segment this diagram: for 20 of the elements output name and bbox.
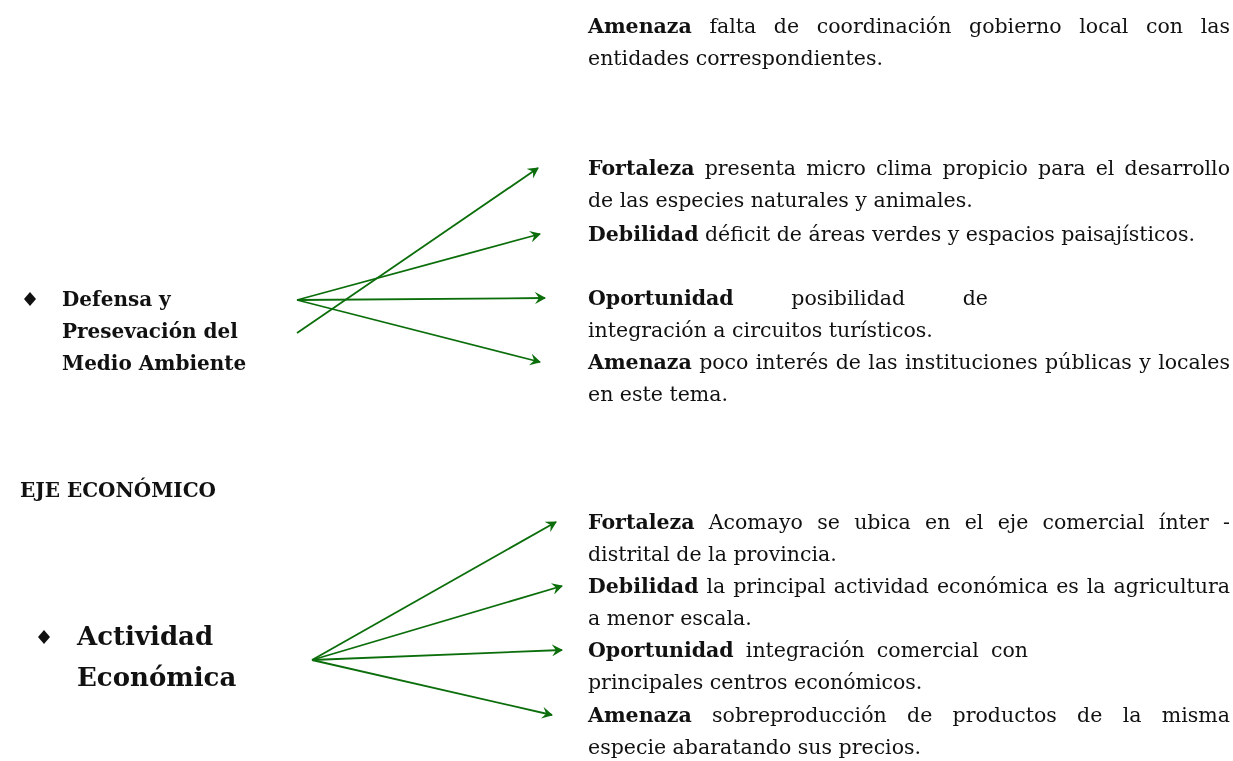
swot-item: Oportunidad integración comercial con principales centros económicos. <box>588 634 1028 698</box>
arrow <box>311 583 563 661</box>
topic-heading: Defensa y Presevación del Medio Ambiente <box>62 283 277 379</box>
swot-item: Oportunidad posibilidad de integración a circuitos turísticos. <box>588 282 988 346</box>
swot-item: Amenaza poco interés de las instituciones públicas y locales en este tema. <box>588 346 1230 410</box>
swot-item: Amenaza sobreproducción de productos de la misma especie abaratando sus precios. <box>588 699 1230 761</box>
arrow <box>296 230 541 301</box>
swot-item: Debilidad déficit de áreas verdes y espacios paisajísticos. <box>588 218 1230 250</box>
arrow <box>311 659 553 719</box>
arrow <box>311 644 563 661</box>
arrow <box>296 167 539 334</box>
arrow <box>296 299 541 366</box>
section-heading: EJE ECONÓMICO <box>20 478 217 502</box>
swot-item: Amenaza falta de coordinación gobierno local con las entidades correspondientes. <box>588 13 1230 72</box>
arrow <box>311 521 557 661</box>
swot-item: Fortaleza presenta micro clima propicio para el desarrollo de las especies naturales y animales. <box>588 152 1230 216</box>
swot-item: Fortaleza Acomayo se ubica en el eje comercial ínter - distrital de la provincia. <box>588 506 1230 570</box>
topic-heading: Actividad Económica <box>77 616 257 698</box>
arrow <box>296 292 546 305</box>
swot-item: Debilidad la principal actividad económica es la agricultura a menor escala. <box>588 570 1230 634</box>
